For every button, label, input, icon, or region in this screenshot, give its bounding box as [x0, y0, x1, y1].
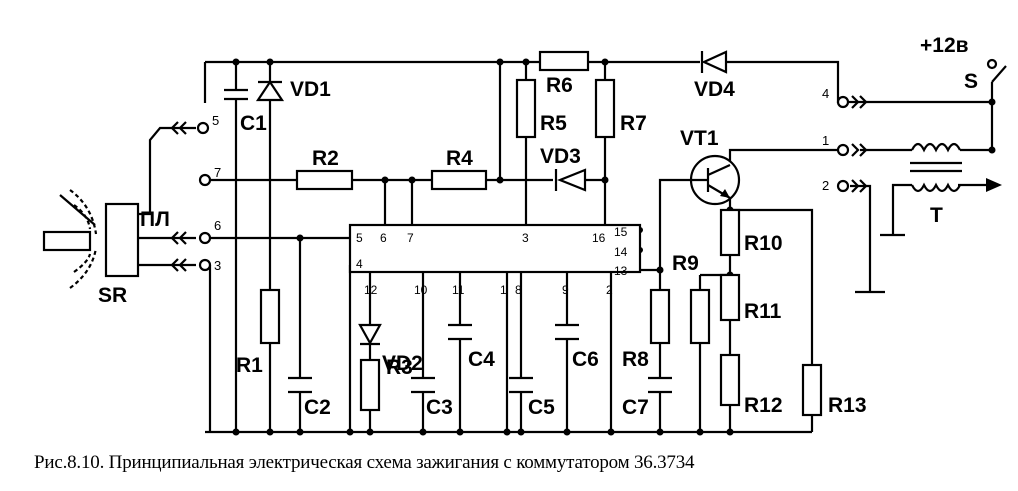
- terminal-1: [836, 143, 868, 157]
- resistor-r13: [801, 363, 823, 417]
- ic-pin-9: 9: [562, 283, 569, 297]
- terminal-label-1: 1: [822, 133, 829, 148]
- label-c4: C4: [468, 348, 495, 371]
- label-c6: C6: [572, 348, 599, 371]
- terminal-7: [198, 173, 212, 187]
- ignition-coil-t: [910, 142, 1002, 193]
- capacitor-c4: [448, 323, 472, 341]
- label-r2: R2: [312, 147, 339, 170]
- ic-pin-6: 6: [380, 231, 387, 245]
- sensor-sr: [42, 189, 140, 289]
- label-r11: R11: [744, 300, 782, 323]
- label-r9: R9: [672, 252, 699, 275]
- figure-caption: Рис.8.10. Принципиальная электрическая с…: [34, 452, 695, 473]
- diode-vd4: [701, 50, 728, 74]
- label-r4: R4: [446, 147, 473, 170]
- ic-pin-4: 4: [356, 257, 363, 271]
- resistor-r3: [359, 358, 381, 412]
- ic-pin-8: 8: [515, 283, 522, 297]
- label-c5: C5: [528, 396, 555, 419]
- terminal-2: [836, 179, 868, 193]
- label-sr: SR: [98, 284, 127, 307]
- label-vt1: VT1: [680, 127, 719, 150]
- ic-pin-11: 11: [452, 283, 465, 297]
- ic-pin-2: 2: [606, 283, 613, 297]
- connector-terminals: [170, 95, 868, 272]
- label-r10: R10: [744, 232, 783, 255]
- terminal-label-5: 5: [212, 113, 219, 128]
- capacitor-c6: [555, 323, 579, 341]
- capacitor-c5: [509, 376, 533, 394]
- terminal-labels: 5 7 6 3 4 1 2: [212, 86, 829, 273]
- label-c2: C2: [304, 396, 331, 419]
- capacitor-c3: [411, 376, 435, 394]
- terminal-label-3: 3: [214, 258, 221, 273]
- label-r12: R12: [744, 394, 783, 417]
- label-r8: R8: [622, 348, 649, 371]
- label-vd4: VD4: [694, 78, 735, 101]
- resistor-r12: [719, 353, 741, 407]
- label-vd3: VD3: [540, 145, 581, 168]
- ic-pin-5: 5: [356, 231, 363, 245]
- resistor-r11: [719, 273, 741, 322]
- ic-pin-1: 1: [500, 283, 507, 297]
- label-supply: +12в: [920, 34, 969, 57]
- label-c7: C7: [622, 396, 649, 419]
- resistor-r8: [649, 288, 671, 345]
- label-c3: C3: [426, 396, 453, 419]
- label-r3-visible: R3: [386, 356, 413, 379]
- resistor-r10: [719, 208, 741, 257]
- label-sensor-lead: ПЛ: [140, 208, 170, 231]
- capacitor-c1: [224, 88, 248, 101]
- label-coil-t: T: [930, 204, 943, 227]
- diodes: [255, 50, 728, 346]
- resistor-r1: [259, 288, 281, 345]
- label-vd2: VD2: [382, 352, 423, 375]
- resistor-r4: [430, 169, 488, 191]
- terminal-3: [170, 258, 212, 272]
- label-switch-s: S: [964, 70, 978, 93]
- terminal-5: [170, 121, 210, 135]
- transistor-vt1: [689, 154, 741, 206]
- resistor-r5: [515, 78, 537, 139]
- terminal-label-4: 4: [822, 86, 829, 101]
- component-labels: C1 VD1 R2 R4 R6 R5 R7 VD3 VD4 VT1 +12в S…: [98, 34, 978, 419]
- resistor-r9: [689, 288, 711, 345]
- ic-pin-7: 7: [407, 231, 414, 245]
- terminal-label-2: 2: [822, 178, 829, 193]
- resistor-r2: [295, 169, 354, 191]
- label-vd1: VD1: [290, 78, 331, 101]
- wiring: [138, 60, 994, 434]
- label-r13: R13: [828, 394, 867, 417]
- resistors: [259, 50, 823, 417]
- label-r5: R5: [540, 112, 567, 135]
- diode-vd1: [255, 80, 285, 102]
- ic-pin-16: 16: [592, 231, 606, 245]
- capacitor-c2: [288, 376, 312, 394]
- diode-vd2: [358, 323, 382, 346]
- diode-vd3: [557, 168, 587, 192]
- resistor-r6: [538, 50, 590, 72]
- terminal-label-7: 7: [214, 165, 221, 180]
- terminal-6: [170, 231, 212, 245]
- ic-block: 5 6 7 3 16 15 14 13 4 12 10 11 1 8 9 2: [348, 223, 642, 297]
- capacitor-c7: [648, 376, 672, 394]
- label-r6: R6: [546, 74, 573, 97]
- ic-pin-10: 10: [414, 283, 428, 297]
- ic-pin-15: 15: [614, 225, 628, 239]
- ic-pin-13: 13: [614, 264, 628, 278]
- resistor-r7: [594, 78, 616, 139]
- terminal-4: [836, 95, 868, 109]
- label-c1: C1: [240, 112, 267, 135]
- terminal-label-6: 6: [214, 218, 221, 233]
- capacitors: [224, 88, 672, 394]
- switch-s: [986, 58, 1007, 83]
- ic-pin-14: 14: [614, 245, 628, 259]
- junction-dots: [232, 58, 996, 436]
- ic-pin-3: 3: [522, 231, 529, 245]
- label-r1: R1: [236, 354, 263, 377]
- label-r7: R7: [620, 112, 647, 135]
- ic-pin-12: 12: [364, 283, 378, 297]
